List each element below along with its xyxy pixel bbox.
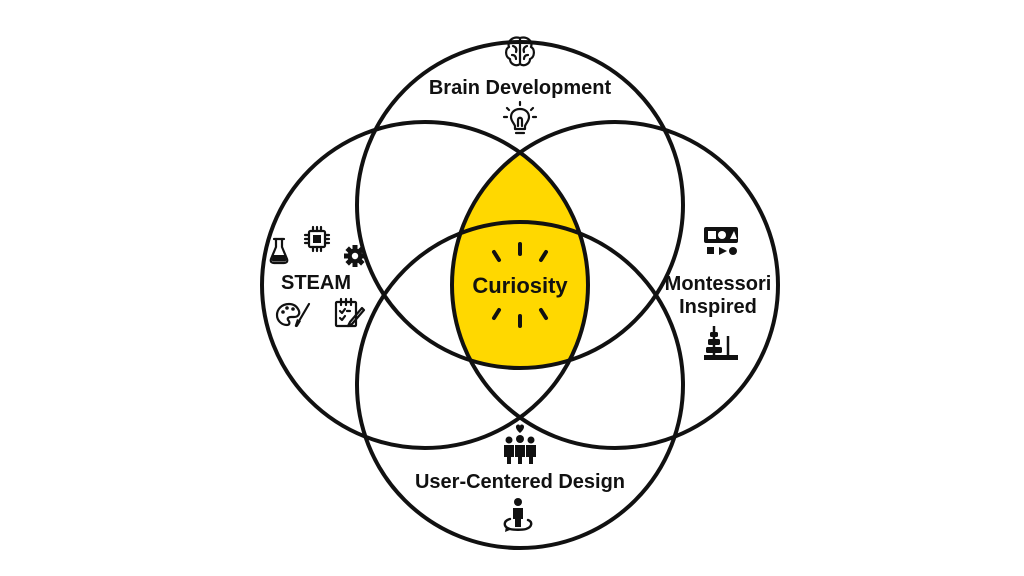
shapes-icon (704, 227, 738, 255)
sun-rays-icon (492, 242, 548, 328)
chip-icon (303, 225, 331, 253)
stacking-toy-icon (704, 326, 738, 360)
brain-development-label: Brain Development (429, 77, 612, 99)
brain-icon (505, 36, 535, 67)
people-heart-icon (504, 424, 536, 464)
center-label: Curiosity (472, 273, 568, 298)
checklist-icon (334, 297, 366, 328)
flask-icon (269, 237, 289, 265)
gear-icon (344, 245, 366, 267)
user-centered-design-label: User-Centered Design (415, 471, 625, 493)
circle-steam (260, 120, 590, 450)
montessori-label-line2: Inspired (679, 296, 757, 318)
circle-montessori (450, 120, 780, 450)
steam-label: STEAM (281, 272, 351, 294)
circle-user-centered-design (355, 220, 685, 550)
lightbulb-icon (502, 100, 538, 135)
montessori-label-line1: Montessori (665, 273, 772, 295)
person-cycle-icon (503, 498, 533, 532)
palette-icon (275, 302, 311, 328)
